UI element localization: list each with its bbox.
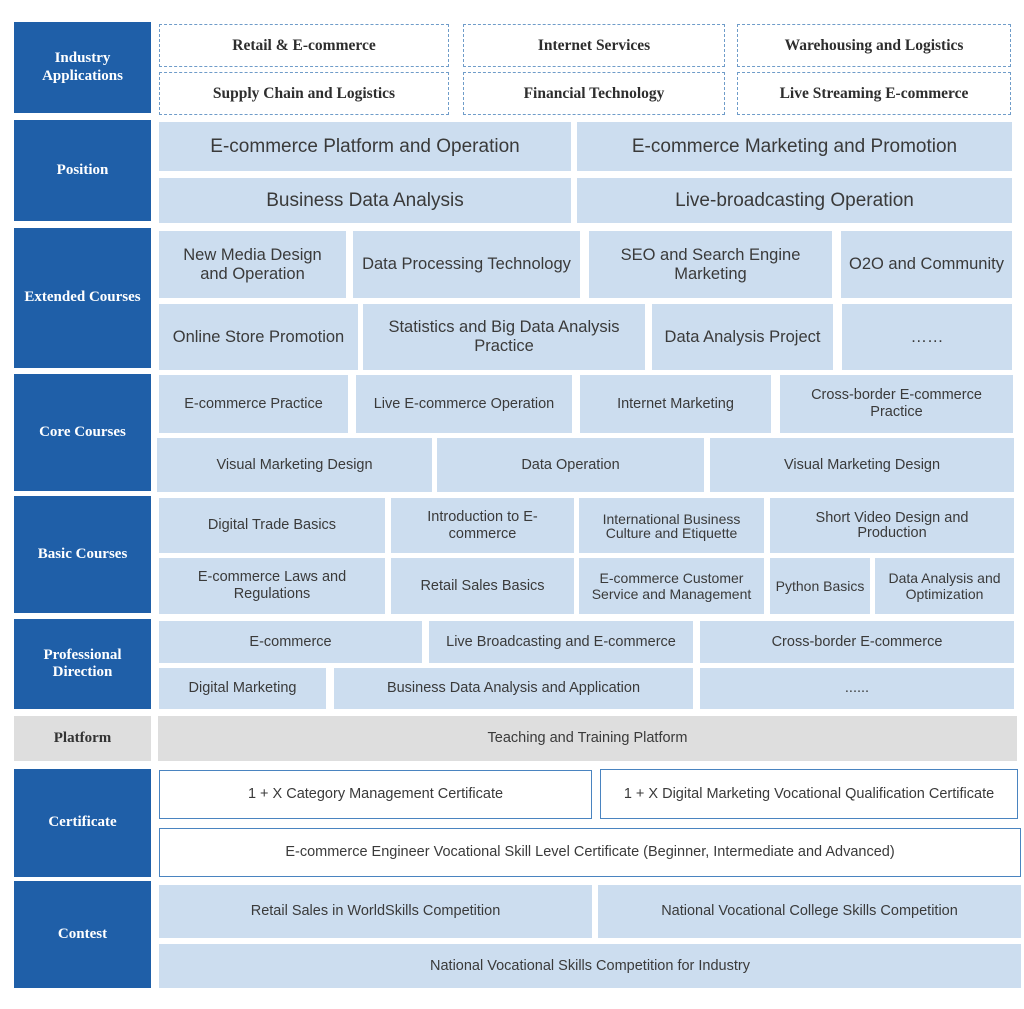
- professional-direction-item: ......: [700, 668, 1014, 709]
- professional-direction-item: Digital Marketing: [159, 668, 326, 709]
- core-course-item: Internet Marketing: [580, 375, 771, 433]
- core-course-item: Visual Marketing Design: [157, 438, 432, 492]
- extended-course-item: Statistics and Big Data Analysis Practic…: [363, 304, 645, 370]
- row-label-platform: Platform: [14, 716, 151, 761]
- row-label-professional-direction: Professional Direction: [14, 619, 151, 709]
- row-label-basic-courses: Basic Courses: [14, 496, 151, 613]
- row-label-position: Position: [14, 120, 151, 221]
- basic-course-item: International Business Culture and Etiqu…: [579, 498, 764, 553]
- industry-item: Supply Chain and Logistics: [159, 72, 449, 115]
- extended-course-item: New Media Design and Operation: [159, 231, 346, 298]
- basic-course-item: E-commerce Customer Service and Manageme…: [579, 558, 764, 614]
- position-item: E-commerce Marketing and Promotion: [577, 122, 1012, 171]
- core-course-item: Live E-commerce Operation: [356, 375, 572, 433]
- core-course-item: E-commerce Practice: [159, 375, 348, 433]
- basic-course-item: E-commerce Laws and Regulations: [159, 558, 385, 614]
- core-course-item: Cross-border E-commerce Practice: [780, 375, 1013, 433]
- certificate-item: E-commerce Engineer Vocational Skill Lev…: [159, 828, 1021, 877]
- position-item: Business Data Analysis: [159, 178, 571, 223]
- basic-course-item: Digital Trade Basics: [159, 498, 385, 553]
- extended-course-item: SEO and Search Engine Marketing: [589, 231, 832, 298]
- row-label-industry-applications: Industry Applications: [14, 22, 151, 113]
- extended-course-item: O2O and Community: [841, 231, 1012, 298]
- basic-course-item: Retail Sales Basics: [391, 558, 574, 614]
- core-course-item: Data Operation: [437, 438, 704, 492]
- professional-direction-item: Business Data Analysis and Application: [334, 668, 693, 709]
- basic-course-item: Short Video Design and Production: [770, 498, 1014, 553]
- certificate-item: 1 + X Category Management Certificate: [159, 770, 592, 819]
- professional-direction-item: Live Broadcasting and E-commerce: [429, 621, 693, 663]
- row-label-certificate: Certificate: [14, 769, 151, 877]
- industry-item: Financial Technology: [463, 72, 725, 115]
- extended-course-item: Data Analysis Project: [652, 304, 833, 370]
- basic-course-item: Python Basics: [770, 558, 870, 614]
- certificate-item: 1 + X Digital Marketing Vocational Quali…: [600, 769, 1018, 819]
- professional-direction-item: E-commerce: [159, 621, 422, 663]
- industry-item: Live Streaming E-commerce: [737, 72, 1011, 115]
- extended-course-item: Online Store Promotion: [159, 304, 358, 370]
- extended-course-item: Data Processing Technology: [353, 231, 580, 298]
- industry-item: Warehousing and Logistics: [737, 24, 1011, 67]
- industry-item: Retail & E-commerce: [159, 24, 449, 67]
- professional-direction-item: Cross-border E-commerce: [700, 621, 1014, 663]
- basic-course-item: Introduction to E-commerce: [391, 498, 574, 553]
- industry-item: Internet Services: [463, 24, 725, 67]
- position-item: E-commerce Platform and Operation: [159, 122, 571, 171]
- row-label-contest: Contest: [14, 881, 151, 988]
- extended-course-item: ……: [842, 304, 1012, 370]
- platform-item: Teaching and Training Platform: [158, 716, 1017, 761]
- contest-item: National Vocational Skills Competition f…: [159, 944, 1021, 988]
- contest-item: National Vocational College Skills Compe…: [598, 885, 1021, 938]
- row-label-core-courses: Core Courses: [14, 374, 151, 491]
- core-course-item: Visual Marketing Design: [710, 438, 1014, 492]
- position-item: Live-broadcasting Operation: [577, 178, 1012, 223]
- row-label-extended-courses: Extended Courses: [14, 228, 151, 368]
- contest-item: Retail Sales in WorldSkills Competition: [159, 885, 592, 938]
- basic-course-item: Data Analysis and Optimization: [875, 558, 1014, 614]
